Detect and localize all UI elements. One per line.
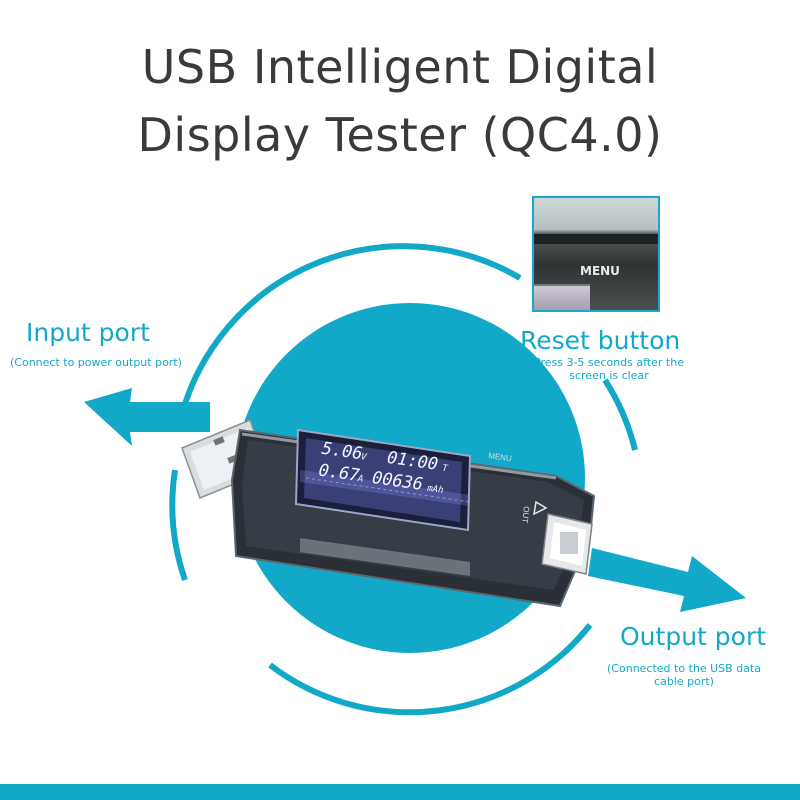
input-port-note: (Connect to power output port) bbox=[10, 356, 182, 369]
closeup-menu-label: MENU bbox=[580, 264, 620, 278]
ring-arc-right bbox=[602, 378, 638, 451]
title-line-1: USB Intelligent Digital bbox=[141, 40, 659, 94]
reset-button-note-2: screen is clear bbox=[569, 369, 649, 382]
reset-button-label: Reset button bbox=[520, 326, 681, 355]
reset-button-closeup: MENU bbox=[532, 196, 660, 312]
ring-arc-top bbox=[175, 243, 522, 431]
input-port-note-wrap: (Connect to power output port) bbox=[10, 356, 182, 369]
input-port-label: Input port bbox=[26, 318, 150, 347]
closeup-reset-button bbox=[534, 284, 590, 310]
output-port-note-2: cable port) bbox=[654, 675, 714, 688]
output-arrow-icon bbox=[588, 548, 746, 612]
usb-tester-device bbox=[181, 419, 596, 608]
title-line-2: Display Tester (QC4.0) bbox=[137, 108, 663, 162]
device-menu-label: MENU bbox=[488, 451, 513, 463]
output-port-callout: Output port bbox=[620, 622, 766, 651]
lcd-time-unit: T bbox=[442, 464, 449, 475]
output-port-note-wrap: (Connected to the USB data cable port) bbox=[574, 662, 794, 688]
ring-arc-bottom bbox=[268, 623, 593, 716]
ring-arc-left bbox=[169, 469, 188, 581]
device-out-label: OUT bbox=[520, 506, 531, 524]
lcd-current-unit: A bbox=[356, 474, 364, 485]
reset-button-callout: Reset button bbox=[520, 326, 680, 355]
output-port-label: Output port bbox=[620, 622, 767, 651]
input-arrow-icon bbox=[84, 388, 210, 446]
reset-button-note-wrap: Press 3-5 seconds after the screen is cl… bbox=[520, 356, 698, 382]
bottom-accent-bar bbox=[0, 784, 800, 800]
output-port-note-1: (Connected to the USB data bbox=[607, 662, 761, 675]
input-port-callout: Input port bbox=[26, 318, 150, 347]
closeup-ridge bbox=[534, 234, 658, 244]
lcd-capacity-unit: mAh bbox=[426, 484, 444, 496]
lcd-voltage-unit: V bbox=[360, 452, 367, 463]
reset-button-note-1: Press 3-5 seconds after the bbox=[534, 356, 684, 369]
